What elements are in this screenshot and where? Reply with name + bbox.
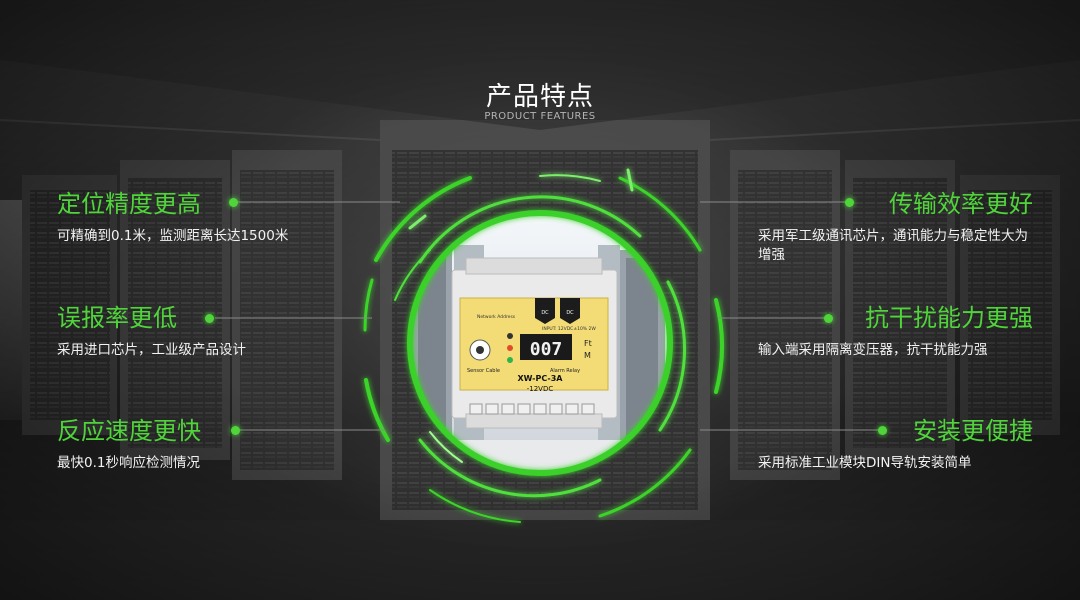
feature-title: 反应速度更快 bbox=[57, 417, 201, 445]
page-title: 产品特点 bbox=[485, 82, 594, 112]
feature-transmission-efficiency: 传输效率更好 采用军工级通讯芯片，通讯能力与稳定性大为增强 bbox=[758, 189, 1033, 265]
device-display-value: 007 bbox=[530, 339, 563, 360]
page-subtitle: PRODUCT FEATURES bbox=[484, 111, 596, 122]
device-sensor-label: Sensor Cable bbox=[467, 368, 500, 374]
feature-false-alarm-rate: 误报率更低 采用进口芯片，工业级产品设计 bbox=[57, 303, 357, 360]
feature-description: 可精确到0.1米，监测距离长达1500米 bbox=[57, 228, 289, 244]
feature-dot-right-2 bbox=[824, 314, 833, 323]
device-unit-m: M bbox=[584, 351, 591, 360]
feature-description: 最快0.1秒响应检测情况 bbox=[57, 455, 200, 471]
device-model-label: XW-PC-3A bbox=[518, 374, 564, 383]
feature-positioning-accuracy: 定位精度更高 可精确到0.1米，监测距离长达1500米 bbox=[57, 189, 357, 246]
feature-title: 传输效率更好 bbox=[889, 190, 1033, 218]
device-alarm-label: Alarm Relay bbox=[550, 368, 580, 374]
feature-dot-left-3 bbox=[231, 426, 240, 435]
feature-description: 采用标准工业模块DIN导轨安装简单 bbox=[758, 455, 972, 471]
device-network-label: Network Address bbox=[477, 314, 516, 320]
device-terminal-label-1: DC bbox=[541, 310, 549, 316]
feature-title: 安装更便捷 bbox=[913, 417, 1033, 445]
device-voltage-label: -12VDC bbox=[527, 385, 554, 393]
feature-easy-installation: 安装更便捷 采用标准工业模块DIN导轨安装简单 bbox=[758, 416, 1033, 473]
feature-description: 采用军工级通讯芯片，通讯能力与稳定性大为增强 bbox=[758, 228, 1028, 263]
feature-dot-left-2 bbox=[205, 314, 214, 323]
feature-anti-interference: 抗干扰能力更强 输入端采用隔离变压器，抗干扰能力强 bbox=[758, 303, 1033, 360]
feature-response-speed: 反应速度更快 最快0.1秒响应检测情况 bbox=[57, 416, 357, 473]
device-terminal-label-2: DC bbox=[566, 310, 574, 316]
feature-dot-right-3 bbox=[878, 426, 887, 435]
server-room-photo bbox=[412, 215, 668, 471]
device-unit-ft: Ft bbox=[584, 339, 592, 348]
device-input-label: INPUT: 12VDC±10% 2W bbox=[542, 326, 596, 332]
feature-title: 定位精度更高 bbox=[57, 190, 201, 218]
feature-dot-left-1 bbox=[229, 198, 238, 207]
feature-dot-right-1 bbox=[845, 198, 854, 207]
feature-title: 抗干扰能力更强 bbox=[865, 304, 1033, 332]
feature-title: 误报率更低 bbox=[57, 304, 177, 332]
feature-description: 输入端采用隔离变压器，抗干扰能力强 bbox=[758, 342, 988, 358]
feature-description: 采用进口芯片，工业级产品设计 bbox=[57, 342, 246, 358]
